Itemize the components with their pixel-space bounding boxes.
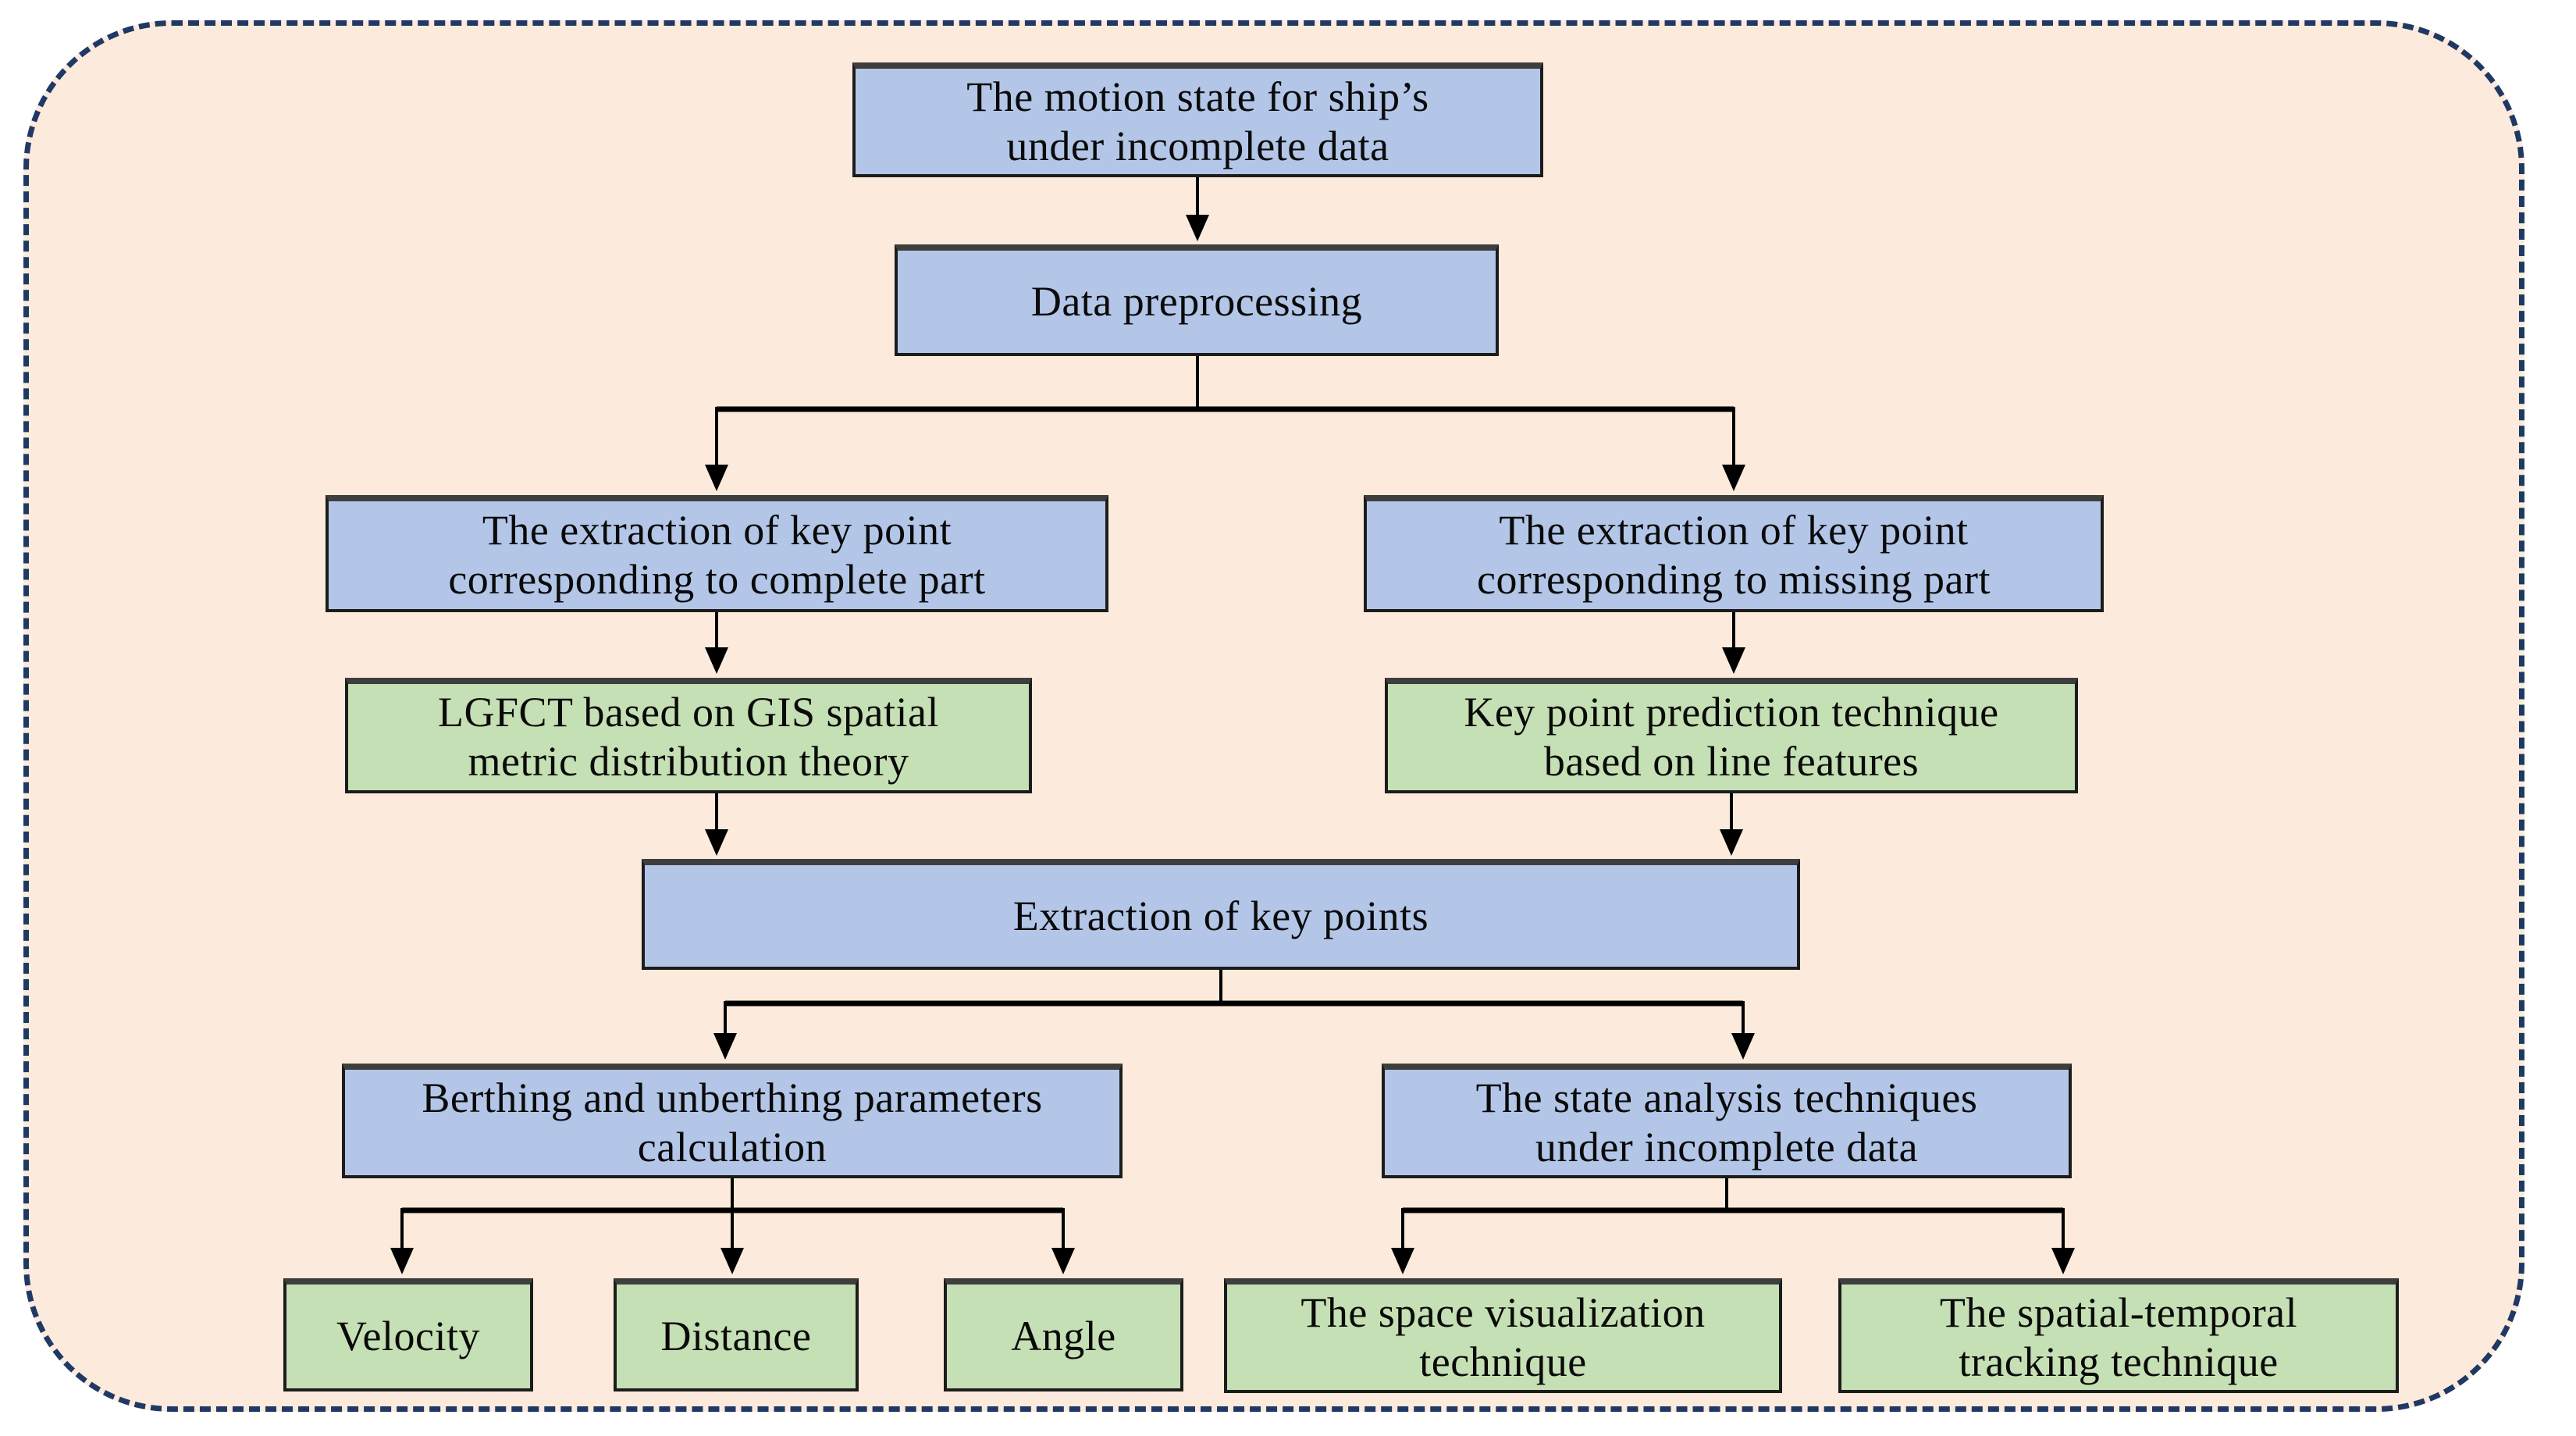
node-lgfct: LGFCT based on GIS spatial metric distri… xyxy=(345,678,1032,793)
node-angle: Angle xyxy=(944,1278,1183,1391)
node-label-line: calculation xyxy=(637,1123,827,1171)
node-label-line: corresponding to complete part xyxy=(448,556,986,603)
node-label-line: The space visualization xyxy=(1300,1288,1706,1336)
node-state-analysis: The state analysis techniques under inco… xyxy=(1382,1064,2072,1178)
node-spatial-temporal: The spatial-temporal tracking technique xyxy=(1838,1278,2399,1393)
node-label-line: Velocity xyxy=(336,1313,480,1359)
node-label-line: Data preprocessing xyxy=(1030,278,1363,325)
node-label-line: Angle xyxy=(1011,1313,1116,1359)
node-label-line: The spatial-temporal xyxy=(1939,1288,2298,1336)
node-extraction-key-points: Extraction of key points xyxy=(642,859,1800,970)
node-extract-missing: The extraction of key point correspondin… xyxy=(1364,495,2104,612)
node-velocity: Velocity xyxy=(283,1278,533,1391)
node-motion-state: The motion state for ship’s under incomp… xyxy=(852,62,1543,177)
node-label-line: The extraction of key point xyxy=(1499,507,1969,554)
node-label-line: Berthing and unberthing parameters xyxy=(422,1074,1043,1121)
node-distance: Distance xyxy=(614,1278,859,1391)
node-berthing-params: Berthing and unberthing parameters calcu… xyxy=(342,1064,1123,1178)
node-label-line: The motion state for ship’s xyxy=(966,73,1429,120)
node-extract-complete: The extraction of key point correspondin… xyxy=(326,495,1108,612)
node-label-line: LGFCT based on GIS spatial xyxy=(438,689,939,736)
node-keypoint-prediction: Key point prediction technique based on … xyxy=(1385,678,2078,793)
node-label-line: Extraction of key points xyxy=(1012,892,1429,939)
node-label-line: technique xyxy=(1419,1338,1587,1385)
node-label-line: metric distribution theory xyxy=(468,738,909,785)
node-label-line: The state analysis techniques xyxy=(1475,1074,1978,1121)
node-label-line: Distance xyxy=(660,1313,812,1359)
node-label-line: under incomplete data xyxy=(1535,1123,1919,1171)
node-label-line: tracking technique xyxy=(1959,1338,2279,1385)
node-space-visualization: The space visualization technique xyxy=(1224,1278,1782,1393)
node-label-line: The extraction of key point xyxy=(482,507,952,554)
node-label-line: under incomplete data xyxy=(1006,122,1389,169)
node-label-line: Key point prediction technique xyxy=(1464,689,1999,736)
node-label-line: based on line features xyxy=(1543,738,1920,785)
node-label-line: corresponding to missing part xyxy=(1477,556,1991,603)
node-data-preprocessing: Data preprocessing xyxy=(895,244,1499,356)
